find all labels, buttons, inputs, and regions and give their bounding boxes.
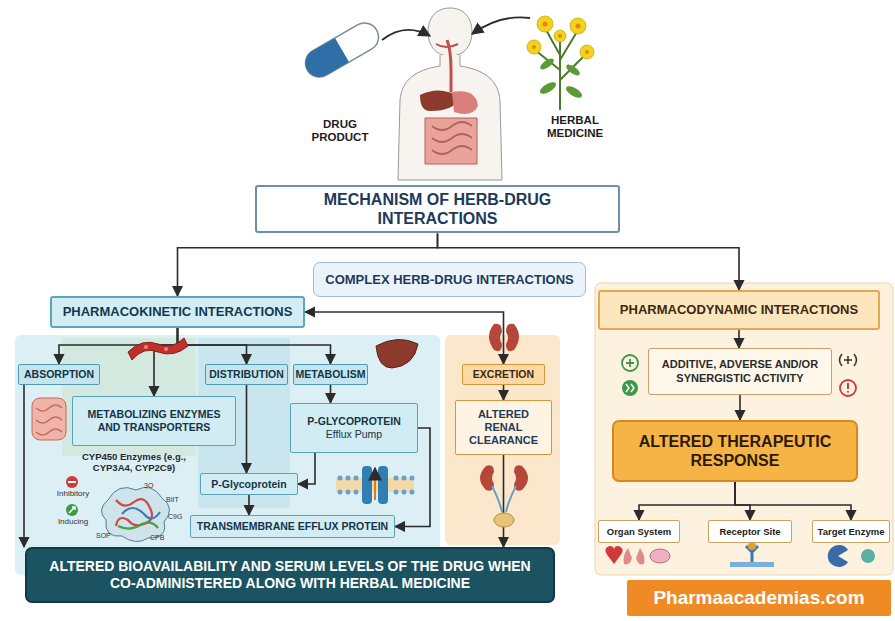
flow-arrow: [248, 495, 250, 515]
stage-box: EXCRETION: [462, 364, 545, 385]
capsule: [300, 18, 383, 82]
process-box: P-Glycoprotein: [200, 473, 298, 495]
stage-box: DISTRIBUTION: [205, 364, 288, 385]
box-text: P-GLYCOPROTEIN: [307, 415, 401, 428]
flow-arrow: [23, 385, 25, 547]
box-text: ABSORPTION: [24, 368, 94, 381]
liver-icon: [376, 339, 418, 368]
box-text: ALTERED THERAPEUTIC RESPONSE: [619, 432, 851, 470]
enzyme-icon: [828, 545, 875, 567]
flow-arrow: [639, 482, 735, 520]
kidney-icon: [489, 324, 519, 351]
human-body: [398, 8, 502, 180]
flow-arrow: [298, 453, 315, 484]
structure-tag: CPB: [150, 534, 172, 542]
input-label: DRUG PRODUCT: [300, 118, 380, 144]
box-text: ADDITIVE, ADVERSE AND/OR SYNERGISTIC ACT…: [654, 358, 826, 384]
stage-box: METABOLISM: [293, 364, 368, 385]
blood-vessel: [128, 338, 188, 360]
box-text: EXCRETION: [473, 368, 534, 381]
renal-system-icon: [480, 465, 528, 527]
process-box: P-GLYCOPROTEINEfflux Pump: [290, 403, 418, 453]
efflux-pump-membrane: [336, 466, 415, 504]
category-header: PHARMACODYNAMIC INTERACTIONS: [598, 290, 880, 330]
process-box: TRANSMEMBRANE EFFLUX PROTEIN: [190, 515, 395, 538]
box-text: ALTERED BIOAVAILABILITY AND SERUM LEVELS…: [37, 558, 543, 592]
box-text: TRANSMEMBRANE EFFLUX PROTEIN: [197, 520, 388, 533]
box-text: DISTRIBUTION: [209, 368, 284, 381]
structure-tag: BIIT: [166, 496, 188, 504]
intestine: [425, 118, 477, 164]
annotation-label: CYP450 Enzymes (e.g., CYP3A4, CYP2C9): [76, 452, 192, 474]
box-text: PHARMACODYNAMIC INTERACTIONS: [620, 302, 858, 318]
stomach: [452, 91, 478, 114]
result-banner: ALTERED BIOAVAILABILITY AND SERUM LEVELS…: [25, 547, 555, 603]
box-text: METABOLIZING ENZYMES AND TRANSPORTERS: [78, 408, 230, 433]
intestine-icon: [32, 398, 66, 440]
box-text: COMPLEX HERB-DRUG INTERACTIONS: [325, 272, 573, 288]
box-text: P-Glycoprotein: [211, 478, 286, 491]
subheading-box: COMPLEX HERB-DRUG INTERACTIONS: [313, 262, 586, 297]
flow-arrow: [735, 482, 851, 520]
flow-arrow: [503, 455, 505, 547]
excretion-panel: [445, 335, 560, 545]
herb-plant: [527, 16, 594, 110]
target-box: Organ System: [598, 520, 680, 543]
box-text: ALTERED RENAL CLEARANCE: [461, 408, 546, 448]
box-text: MECHANISM OF HERB-DRUG INTERACTIONS: [262, 190, 613, 228]
organ-icons: [605, 546, 670, 564]
flow-arrow: [178, 328, 331, 364]
box-text: Pharmaacademias.com: [653, 587, 864, 610]
target-box: Receptor Site: [708, 520, 792, 543]
flow-arrow: [738, 330, 740, 348]
flow-arrow: [154, 328, 178, 396]
process-box: METABOLIZING ENZYMES AND TRANSPORTERS: [72, 396, 236, 446]
pd-panel: [595, 283, 893, 575]
flow-arrow: [330, 385, 332, 403]
category-header: PHARMACOKINETIC INTERACTIONS: [50, 296, 305, 328]
main-heading-box: MECHANISM OF HERB-DRUG INTERACTIONS: [255, 185, 620, 233]
input-label: HERBAL MEDICINE: [535, 114, 615, 140]
box-subtext: Efflux Pump: [326, 428, 382, 441]
watermark-box: Pharmaacademias.com: [625, 578, 893, 618]
process-box: ADDITIVE, ADVERSE AND/OR SYNERGISTIC ACT…: [648, 348, 832, 395]
outcome-box: ALTERED THERAPEUTIC RESPONSE: [612, 420, 858, 482]
annotation-label: Inhibitory: [48, 489, 98, 498]
box-text: Organ System: [607, 526, 671, 537]
flow-arrow: [735, 482, 750, 520]
flow-arrow: [246, 385, 248, 473]
stage-box: ABSORPTION: [18, 364, 100, 385]
box-text: METABOLISM: [296, 368, 366, 381]
structure-tag: C9G: [168, 513, 188, 521]
structure-tag: SOP: [96, 532, 116, 540]
annotation-label: Inducing: [48, 517, 98, 526]
box-text: PHARMACOKINETIC INTERACTIONS: [63, 304, 293, 320]
flow-arrow: [739, 395, 741, 420]
receptor-icon: [730, 542, 774, 567]
target-box: Target Enzyme: [812, 520, 890, 543]
process-box: ALTERED RENAL CLEARANCE: [455, 400, 552, 455]
structure-tag: 3O: [144, 482, 164, 490]
flow-arrow: [503, 385, 505, 400]
box-text: Receptor Site: [719, 526, 780, 537]
box-text: Target Enzyme: [818, 526, 885, 537]
pk-panel: [15, 335, 440, 575]
cyp-protein: [101, 487, 169, 541]
